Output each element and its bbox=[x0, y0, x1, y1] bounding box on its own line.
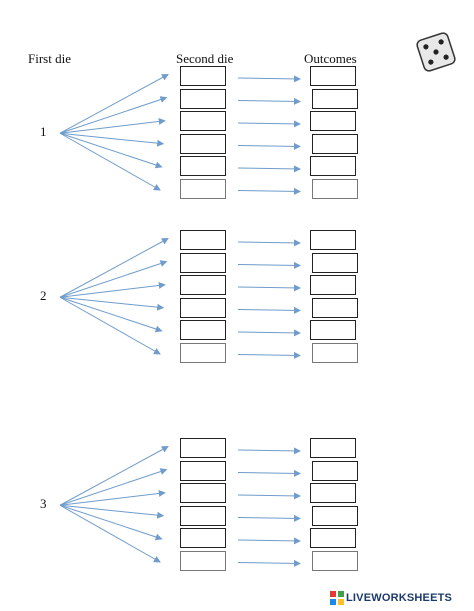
outcome-arrow bbox=[237, 239, 301, 247]
second-die-box[interactable] bbox=[180, 438, 226, 458]
outcome-box[interactable] bbox=[312, 505, 358, 526]
second-die-box[interactable] bbox=[180, 320, 226, 340]
fan-arrow bbox=[59, 296, 163, 333]
logo-icon bbox=[330, 591, 344, 605]
second-die-box[interactable] bbox=[180, 342, 226, 363]
second-die-box[interactable] bbox=[180, 252, 226, 273]
outcome-arrow bbox=[237, 329, 301, 337]
outcome-box[interactable] bbox=[312, 550, 358, 571]
group-number: 3 bbox=[40, 496, 47, 512]
outcome-arrow bbox=[237, 492, 301, 500]
group-number: 1 bbox=[40, 124, 47, 140]
outcome-box[interactable] bbox=[310, 111, 356, 131]
outcome-box[interactable] bbox=[312, 252, 358, 273]
outcome-box[interactable] bbox=[310, 483, 356, 503]
dice-icon bbox=[414, 30, 458, 74]
outcome-arrow bbox=[237, 97, 301, 105]
liveworksheets-logo: LIVEWORKSHEETS bbox=[330, 590, 452, 606]
outcome-arrow bbox=[237, 165, 301, 173]
second-die-box[interactable] bbox=[180, 156, 226, 176]
second-die-box[interactable] bbox=[180, 483, 226, 503]
second-die-box[interactable] bbox=[180, 528, 226, 548]
logo-text: LIVEWORKSHEETS bbox=[346, 592, 453, 604]
group-number: 2 bbox=[40, 288, 47, 304]
outcome-box[interactable] bbox=[310, 156, 356, 176]
fan-arrow bbox=[59, 296, 161, 355]
outcome-box[interactable] bbox=[310, 320, 356, 340]
second-die-box[interactable] bbox=[180, 133, 226, 154]
fan-arrow bbox=[59, 132, 161, 191]
second-die-box[interactable] bbox=[180, 275, 226, 295]
outcome-arrow bbox=[237, 469, 301, 477]
outcome-arrow bbox=[237, 261, 301, 269]
fan-arrow bbox=[59, 238, 169, 298]
outcome-arrow bbox=[237, 306, 301, 314]
fan-arrow bbox=[59, 281, 166, 298]
header-first-die: First die bbox=[28, 51, 71, 66]
fan-arrow bbox=[59, 296, 165, 311]
fan-arrow bbox=[59, 74, 169, 134]
outcome-arrow bbox=[237, 537, 301, 545]
second-die-box[interactable] bbox=[180, 66, 226, 86]
second-die-box[interactable] bbox=[180, 297, 226, 318]
outcome-arrow bbox=[237, 187, 301, 195]
fan-arrow bbox=[59, 96, 168, 134]
outcome-box[interactable] bbox=[312, 178, 358, 199]
second-die-box[interactable] bbox=[180, 230, 226, 250]
outcome-box[interactable] bbox=[312, 342, 358, 363]
outcome-arrow bbox=[237, 351, 301, 359]
outcome-arrow bbox=[237, 447, 301, 455]
fan-arrow bbox=[59, 504, 163, 541]
fan-arrow bbox=[59, 117, 166, 134]
outcome-arrow bbox=[237, 559, 301, 567]
second-die-box[interactable] bbox=[180, 111, 226, 131]
fan-arrow bbox=[59, 132, 163, 169]
outcome-arrow bbox=[237, 514, 301, 522]
second-die-box[interactable] bbox=[180, 88, 226, 109]
outcome-box[interactable] bbox=[312, 297, 358, 318]
outcome-box[interactable] bbox=[310, 230, 356, 250]
outcome-box[interactable] bbox=[312, 133, 358, 154]
fan-arrow bbox=[59, 132, 165, 147]
outcome-arrow bbox=[237, 142, 301, 150]
outcome-box[interactable] bbox=[312, 88, 358, 109]
header-second-die: Second die bbox=[176, 51, 234, 66]
outcome-box[interactable] bbox=[310, 438, 356, 458]
fan-arrow bbox=[59, 260, 168, 298]
fan-arrow bbox=[59, 489, 166, 506]
fan-arrow bbox=[59, 504, 161, 563]
outcome-box[interactable] bbox=[312, 460, 358, 481]
second-die-box[interactable] bbox=[180, 505, 226, 526]
outcome-box[interactable] bbox=[310, 275, 356, 295]
outcome-arrow bbox=[237, 75, 301, 83]
outcome-box[interactable] bbox=[310, 66, 356, 86]
outcome-arrow bbox=[237, 120, 301, 128]
header-outcomes: Outcomes bbox=[304, 51, 357, 66]
fan-arrow bbox=[59, 504, 165, 519]
fan-arrow bbox=[59, 446, 169, 506]
second-die-box[interactable] bbox=[180, 460, 226, 481]
second-die-box[interactable] bbox=[180, 550, 226, 571]
outcome-arrow bbox=[237, 284, 301, 292]
fan-arrow bbox=[59, 468, 168, 506]
outcome-box[interactable] bbox=[310, 528, 356, 548]
second-die-box[interactable] bbox=[180, 178, 226, 199]
